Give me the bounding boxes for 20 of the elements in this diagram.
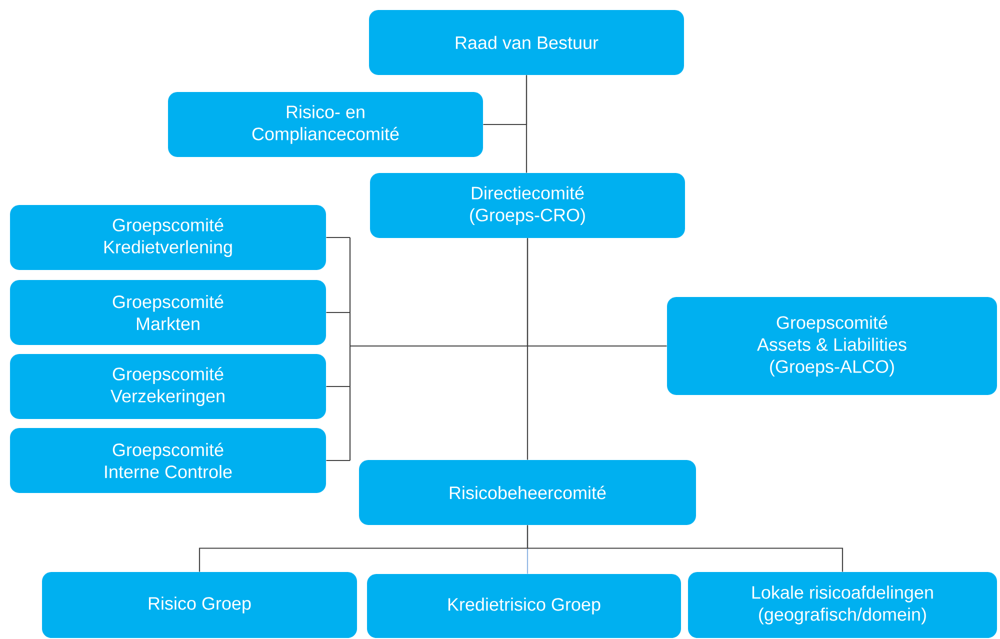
connector-line [526,75,528,173]
committee-box: Risico- en Compliancecomité [168,92,483,157]
committee-box: Groepscomité Markten [10,280,326,345]
committee-box: Groepscomité Kredietverlening [10,205,326,270]
committee-box: Lokale risicoafdelingen (geografisch/domein) [688,572,997,638]
committee-box: Kredietrisico Groep [367,574,681,638]
connector-line [326,460,350,462]
committee-box: Groepscomité Interne Controle [10,428,326,493]
connector-line [526,238,528,460]
committee-box: Directiecomité (Groeps-CRO) [370,173,685,238]
committee-box: Risicobeheercomité [359,460,696,525]
connector-line [326,236,350,238]
connector-line [326,312,350,314]
committee-box: Groepscomité Assets & Liabilities (Groeps-ALCO) [667,297,997,395]
connector-line [326,386,350,388]
connector-line [349,236,528,462]
committee-box: Raad van Bestuur [369,10,684,75]
committee-box: Risico Groep [42,572,357,638]
connector-line [526,525,844,572]
committee-box: Groepscomité Verzekeringen [10,354,326,419]
